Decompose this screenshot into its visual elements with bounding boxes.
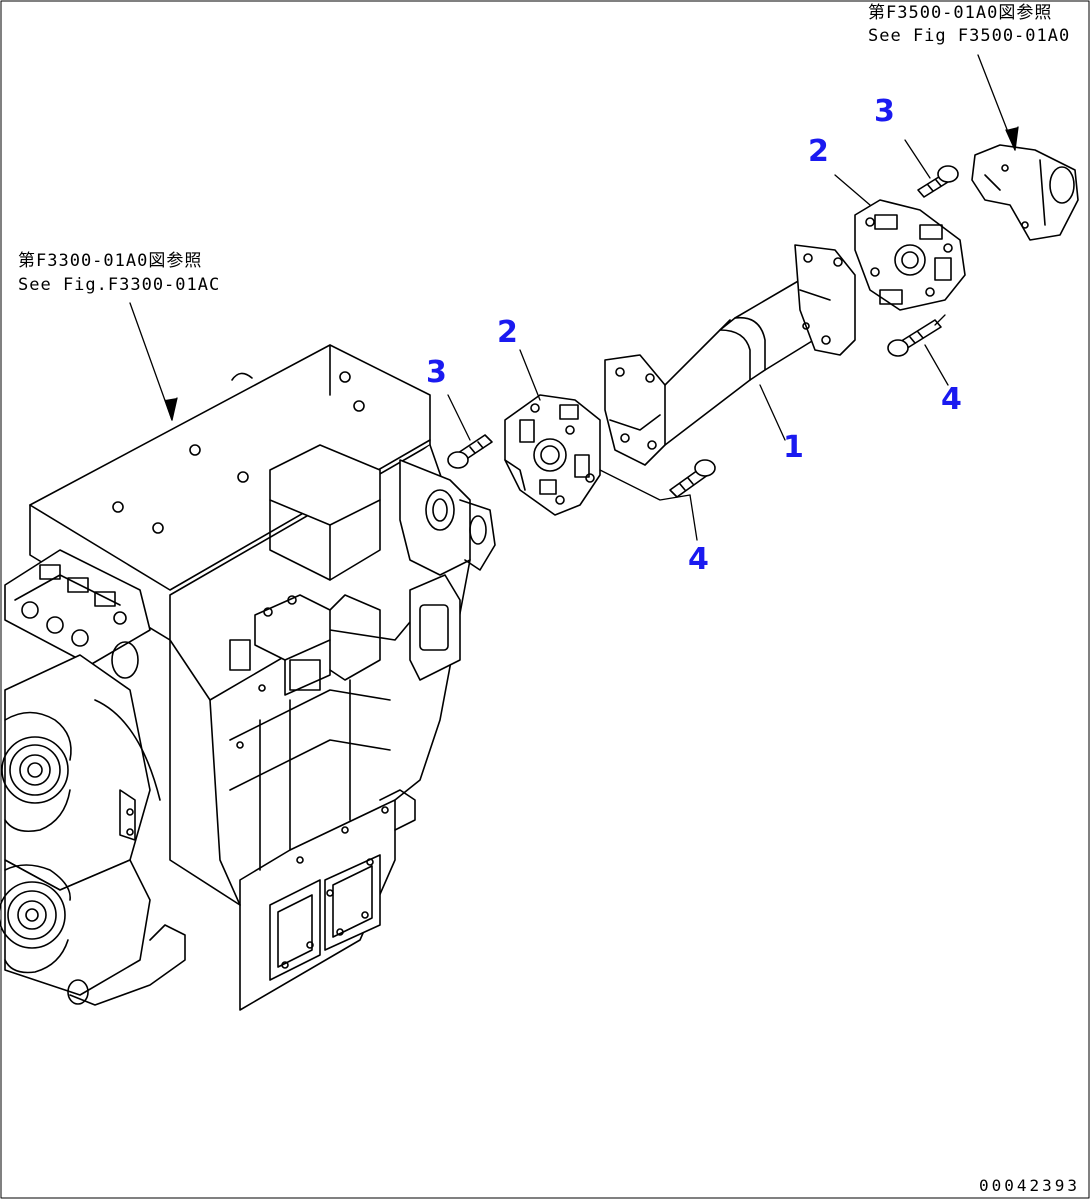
front-coupling (504, 394, 601, 516)
drawing-code: 00042393 (978, 1176, 1080, 1195)
reference-front-jp: 第F3300-01A0図参照 (18, 251, 203, 271)
rear-bolt-3 (917, 165, 959, 198)
transmission-assembly (0, 344, 496, 1011)
rear-coupling (854, 199, 966, 311)
reference-front-en: See Fig.F3300-01AC (18, 275, 221, 295)
reference-rear-jp: 第F3500-01A0図参照 (868, 3, 1053, 23)
leader-lines (129, 54, 1019, 541)
callout-part-2-rear[interactable]: 2 (808, 134, 829, 169)
reference-rear-en: See Fig F3500-01A0 (868, 26, 1071, 46)
front-bolt-3 (447, 434, 493, 469)
callout-part-3-rear[interactable]: 3 (874, 94, 895, 129)
rear-yoke (971, 144, 1079, 241)
callout-part-4-front[interactable]: 4 (688, 542, 709, 577)
callout-part-4-rear[interactable]: 4 (941, 382, 962, 417)
callout-part-3-front[interactable]: 3 (426, 355, 447, 390)
drive-shaft (604, 244, 856, 466)
callout-part-2-front[interactable]: 2 (497, 315, 518, 350)
front-bolt-4 (669, 459, 716, 498)
callout-part-1[interactable]: 1 (783, 430, 804, 465)
rear-bolt-4 (887, 319, 942, 357)
